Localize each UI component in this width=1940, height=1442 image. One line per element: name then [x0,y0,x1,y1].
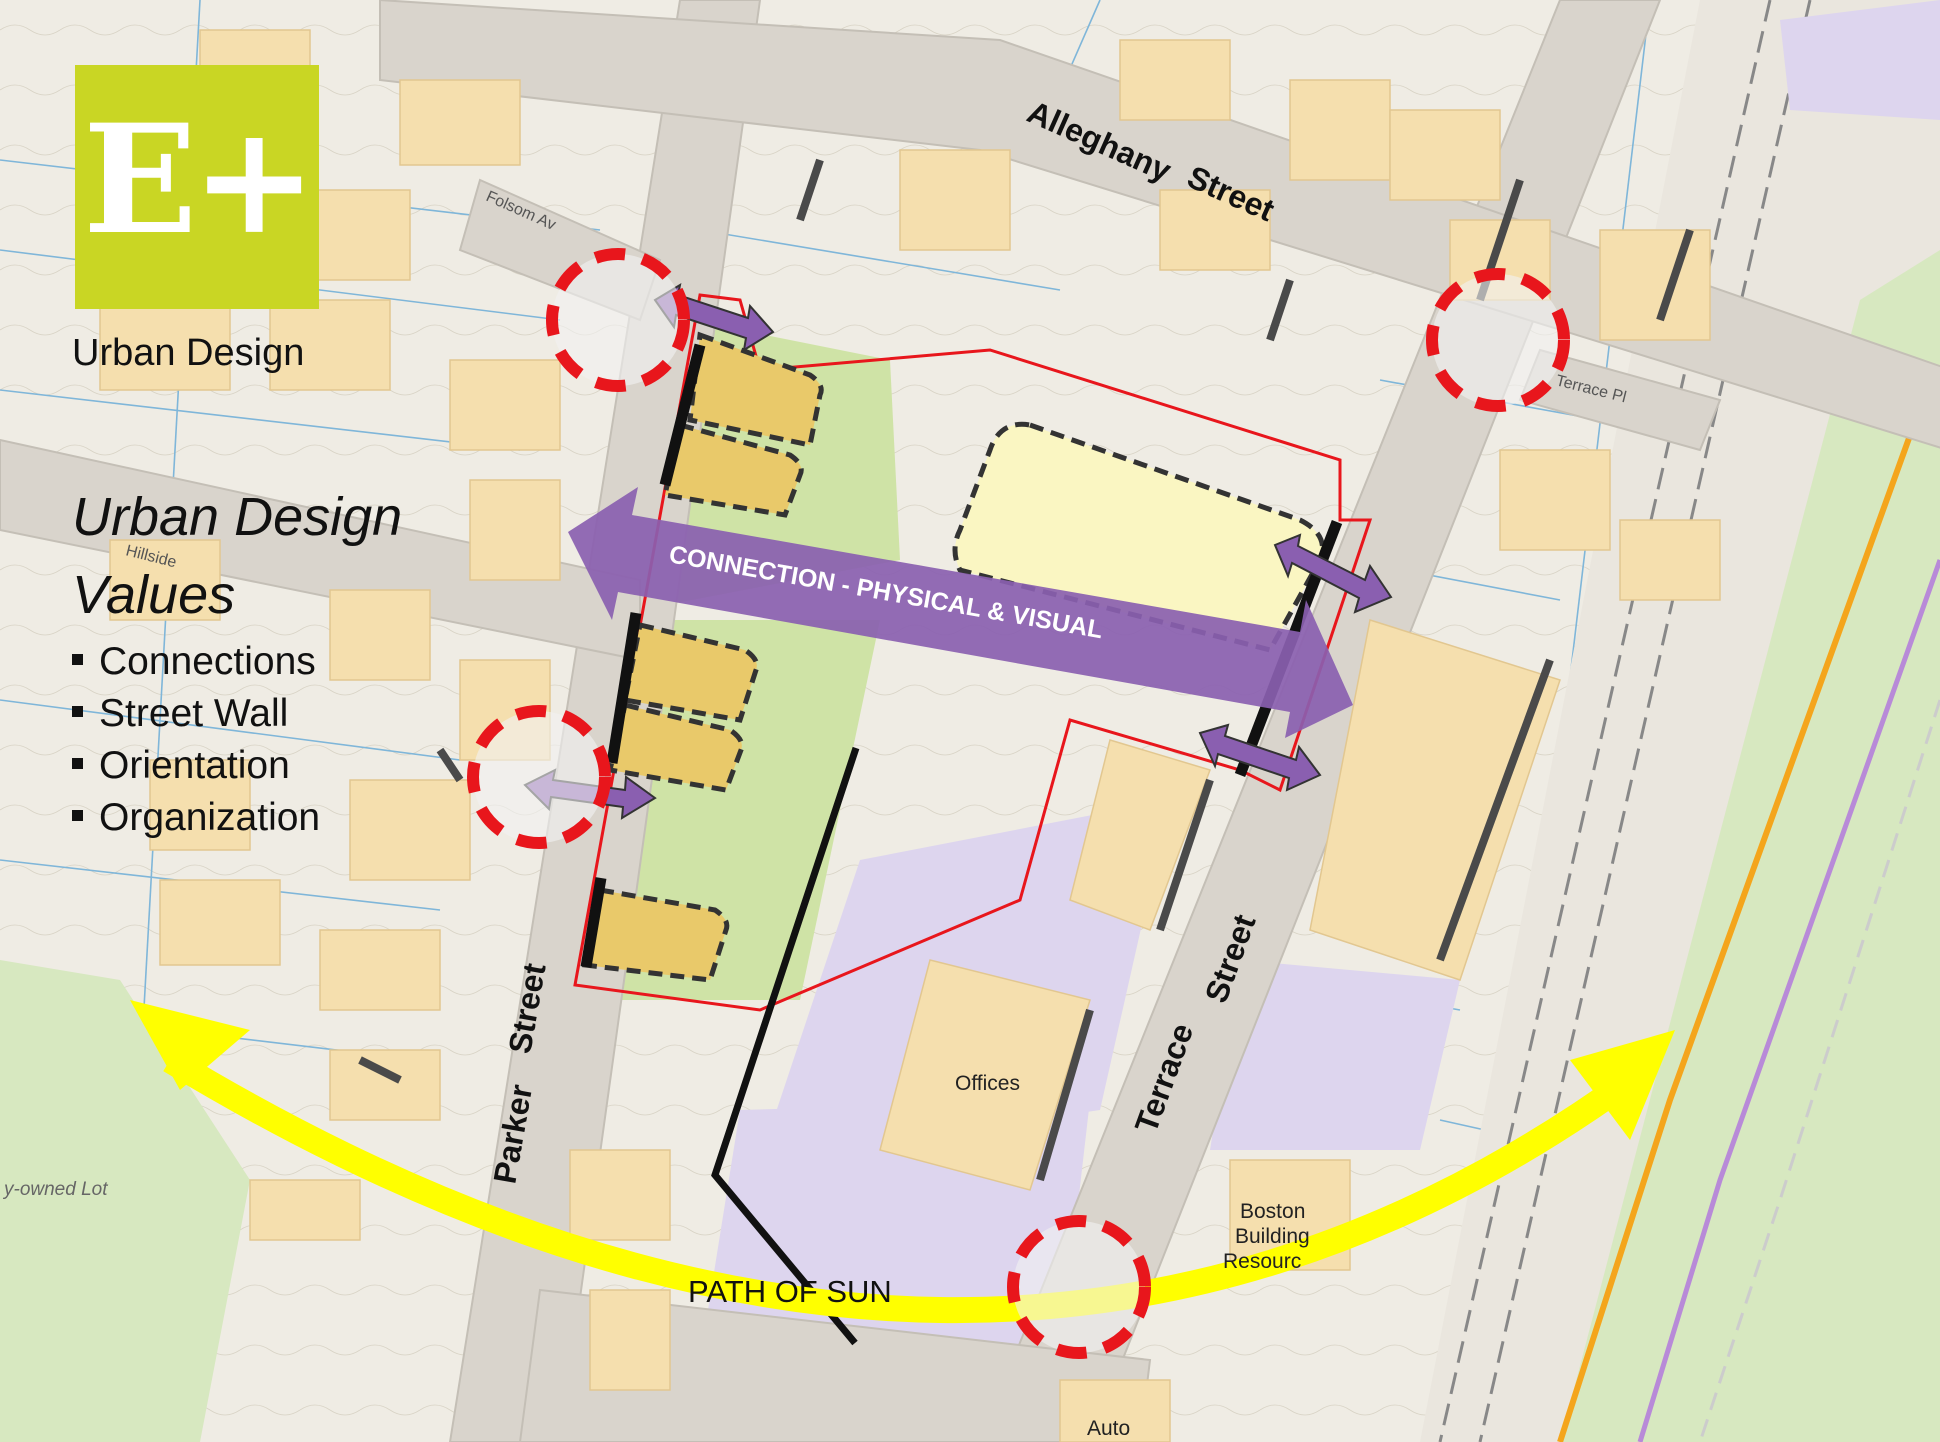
connection-arrow [568,487,1353,738]
panel-title-line2: Values [72,565,236,625]
node-circle-icon [1426,268,1570,412]
proposed-buildings [582,331,824,983]
panel-title-line1: Urban Design [72,487,403,547]
existing-buildings [99,29,1721,1442]
node-circles [467,248,1570,1359]
double-arrow-icon [1198,723,1322,792]
green-area-southwest [0,960,250,1442]
place-label-boston-building-1: Boston [1240,1200,1305,1223]
rail-lines [1438,0,1940,1442]
path-of-sun-label: PATH OF SUN [688,1274,892,1309]
logo-box [75,65,319,309]
sun-arc [163,1048,1638,1324]
sun-arc-arrowhead-west [130,1000,250,1090]
proposed-large-block [952,421,1325,653]
brand-logo: E+ [82,92,317,268]
node-circle-icon [467,705,611,849]
node-circle-icon [1007,1215,1151,1359]
list-item: Connections [72,636,320,688]
panel-title: Urban Design Values [72,478,492,634]
list-item: Street Wall [72,688,320,740]
values-list: Connections Street Wall Orientation Orga… [72,636,320,844]
bullet-square-icon [72,706,83,718]
sun-path-line [711,746,860,1346]
bullet-square-icon [72,758,83,770]
place-label-boston-building-3: Resourc [1223,1250,1301,1273]
place-label-boston-building-2: Building [1235,1225,1310,1248]
place-label-offices: Offices [955,1072,1020,1095]
place-label-owned-lot: y-owned Lot [2,1179,108,1200]
bullet-square-icon [72,810,83,822]
double-arrow-icon [1273,533,1393,614]
institutional-area-north [1780,0,1940,120]
node-circle-icon [546,248,690,392]
brand-caption: Urban Design [72,332,305,374]
list-item: Organization [72,792,320,844]
place-label-auto: Auto [1087,1417,1130,1440]
list-item: Orientation [72,740,320,792]
bullet-square-icon [72,654,83,666]
institutional-area-east [1210,960,1460,1150]
sun-arc-arrowhead-east [1570,1030,1675,1140]
